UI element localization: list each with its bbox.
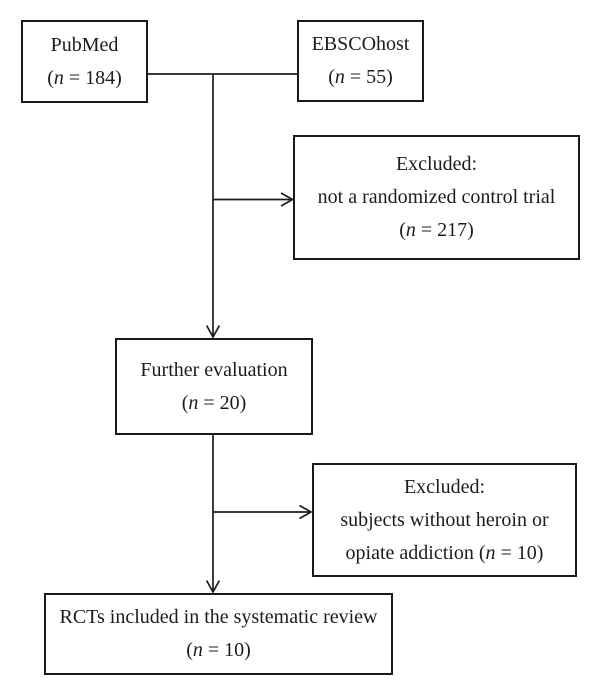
node-text-line: Further evaluation bbox=[140, 358, 288, 381]
node-text-line: not a randomized control trial bbox=[317, 186, 556, 208]
node-text-line: Excluded: bbox=[403, 475, 486, 498]
node-count-line: (n = 55) bbox=[328, 66, 393, 88]
node-excluded-no-heroin: Excluded: subjects without heroin or opi… bbox=[312, 463, 577, 577]
node-count-line: (n = 184) bbox=[47, 66, 122, 89]
node-count-line: (n = 20) bbox=[181, 391, 247, 414]
node-pubmed: PubMed (n = 184) bbox=[21, 20, 148, 103]
arrowhead-down-included-rcts bbox=[205, 580, 221, 594]
node-count-line: opiate addiction (n = 10) bbox=[345, 541, 544, 564]
node-included-rcts: RCTs included in the systematic review (… bbox=[44, 593, 393, 675]
arrowhead-down-further-evaluation bbox=[205, 325, 221, 339]
node-text-line: RCTs included in the systematic review bbox=[59, 606, 378, 628]
node-count-line: (n = 10) bbox=[186, 639, 251, 661]
node-text-line: Excluded: bbox=[395, 153, 478, 175]
node-text-line: PubMed bbox=[50, 33, 119, 56]
node-text-line: subjects without heroin or bbox=[340, 508, 549, 531]
arrowhead-right-excluded-not-rct bbox=[280, 192, 295, 207]
node-further-evaluation: Further evaluation (n = 20) bbox=[115, 338, 313, 435]
node-text-line: EBSCOhost bbox=[311, 33, 410, 55]
node-count-line: (n = 217) bbox=[399, 219, 474, 241]
arrowhead-right-excluded-no-heroin bbox=[299, 504, 313, 520]
node-excluded-not-rct: Excluded: not a randomized control trial… bbox=[293, 135, 580, 260]
node-ebscohost: EBSCOhost (n = 55) bbox=[297, 20, 424, 102]
